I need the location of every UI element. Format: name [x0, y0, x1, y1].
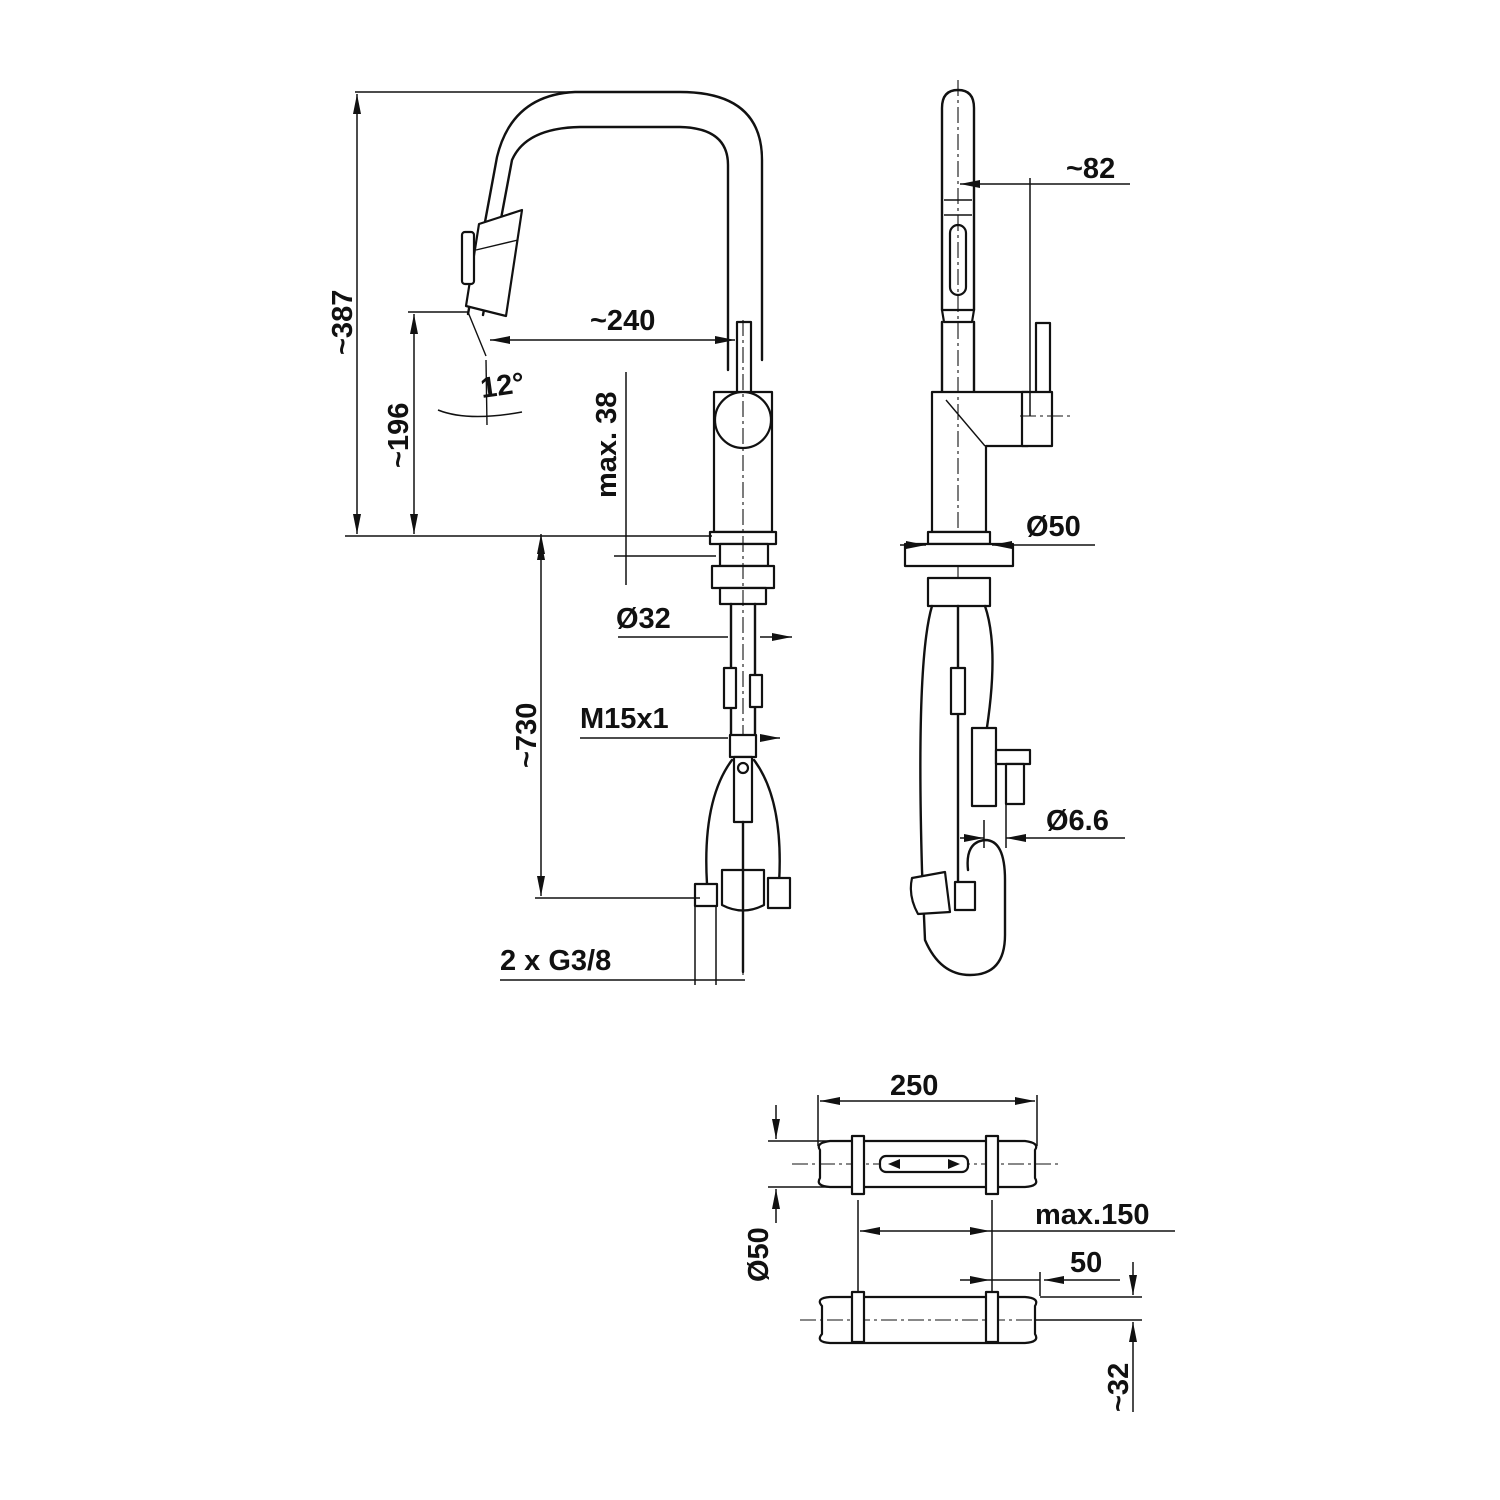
- side-outlet: [994, 748, 1032, 766]
- side-hose-loop: [919, 604, 1007, 977]
- dim-weight-clip-max: max.150: [1035, 1199, 1150, 1231]
- hose-right: [752, 758, 781, 886]
- side-outlet-fitting: [1004, 762, 1026, 806]
- dim-height-spout: ~196: [383, 403, 415, 468]
- dim-weight-length: 250: [890, 1070, 938, 1102]
- dim-weight-clip-height: ~32: [1103, 1363, 1135, 1412]
- side-view: [903, 80, 1070, 977]
- valve-eye: [736, 761, 750, 775]
- dim-height-total: ~387: [327, 290, 359, 355]
- fitting-left: [722, 666, 738, 710]
- dim-weight-dia: Ø50: [743, 1227, 775, 1282]
- clip-right-top: [984, 1134, 1000, 1196]
- dim-hose-dia: Ø6.6: [1046, 805, 1109, 837]
- connector-right: [766, 876, 792, 910]
- clip-left-bottom: [850, 1290, 866, 1344]
- side-nut: [926, 576, 992, 608]
- side-deck: [903, 542, 1015, 568]
- spray-head-band: [475, 239, 519, 251]
- arrow-slot: [878, 1154, 970, 1174]
- spray-button: [460, 230, 476, 286]
- dim-deck-max: max. 38: [591, 392, 623, 498]
- side-tee: [970, 726, 998, 808]
- connector-left: [693, 882, 719, 908]
- fitting-right: [748, 673, 764, 709]
- dim-weight-clip-min: 50: [1070, 1247, 1102, 1279]
- spout-outer: [466, 90, 764, 362]
- lever: [735, 320, 753, 399]
- dim-thread: M15x1: [580, 703, 669, 735]
- clip-right-bottom: [984, 1290, 1000, 1344]
- side-weight: [909, 870, 952, 916]
- side-fitting: [949, 666, 967, 716]
- front-view: [460, 90, 792, 975]
- side-base-ring: [926, 530, 992, 546]
- dim-spray-angle: 12°: [479, 367, 527, 405]
- weight-view: [792, 1134, 1060, 1345]
- hose-left: [705, 758, 734, 886]
- side-dimensions: [900, 178, 1130, 848]
- spout-inner: [481, 125, 730, 372]
- weight-dimensions: [768, 1095, 1175, 1412]
- side-connector: [953, 880, 977, 912]
- front-dimensions: [345, 91, 792, 985]
- side-lever-block: [1020, 390, 1054, 448]
- dim-spout-reach: ~240: [590, 305, 655, 337]
- clip-left-top: [850, 1134, 866, 1196]
- dim-shank-dia: Ø32: [616, 603, 671, 635]
- dim-side-offset: ~82: [1066, 153, 1115, 185]
- side-body: [930, 390, 1030, 534]
- dim-hose-length: ~730: [511, 703, 543, 768]
- deck: [718, 542, 770, 568]
- dim-base-dia: Ø50: [1026, 511, 1081, 543]
- thread-fitting: [728, 733, 758, 759]
- dim-connections: 2 x G3/8: [500, 945, 611, 977]
